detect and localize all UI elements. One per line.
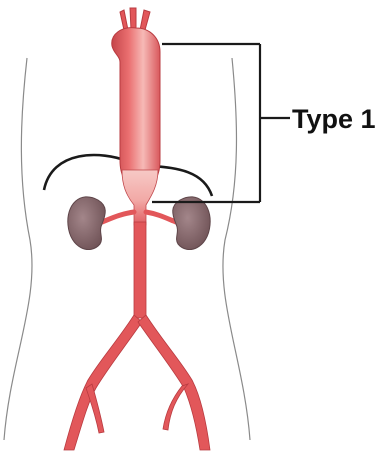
type-label: Type 1 (292, 104, 376, 134)
right-renal-artery (146, 212, 176, 222)
right-iliac-artery (138, 315, 210, 450)
left-kidney (68, 197, 105, 250)
thoracic-aorta (112, 28, 160, 178)
left-renal-artery (102, 212, 134, 222)
arch-branch-vessels (120, 8, 150, 30)
right-internal-iliac (163, 384, 188, 430)
torso-left-edge (4, 58, 32, 440)
torso-right-edge (223, 58, 250, 440)
right-kidney (173, 197, 210, 250)
left-internal-iliac (86, 384, 104, 433)
iliac-arteries (64, 315, 210, 450)
infrarenal-aorta (134, 222, 146, 318)
type-bracket (152, 44, 290, 202)
abdominal-aorta (122, 170, 158, 225)
